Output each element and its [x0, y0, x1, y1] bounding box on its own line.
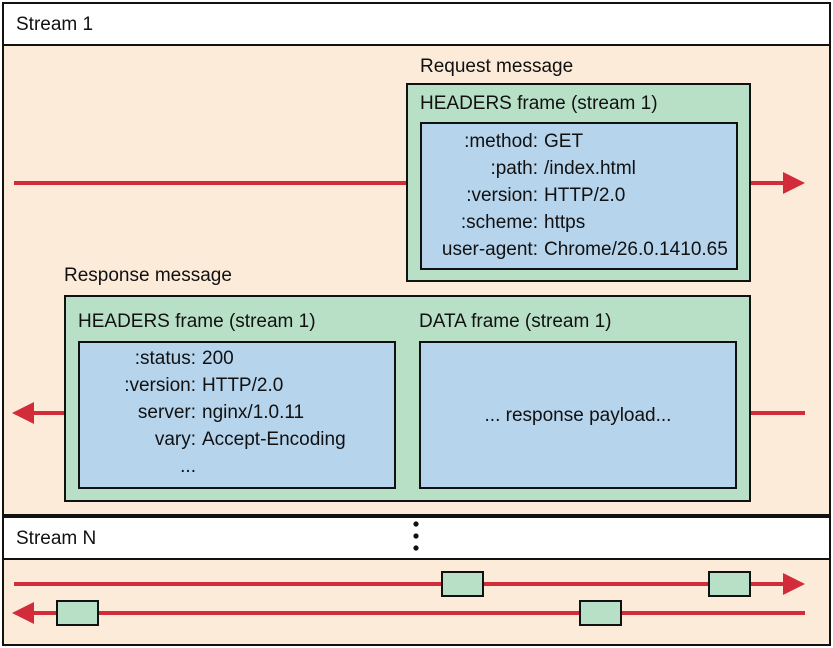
response-arrow [12, 402, 805, 424]
stream-n-body [2, 558, 831, 646]
response-message-title: Response message [64, 265, 232, 286]
header-value: GET [544, 131, 584, 152]
response-arrow-head [12, 402, 34, 424]
header-value: Chrome/26.0.1410.65 [544, 239, 728, 260]
response-payload-text: ... response payload... [484, 405, 672, 426]
header-key: user-agent: [441, 239, 538, 260]
header-key: :scheme: [460, 212, 538, 233]
header-key: vary: [154, 429, 196, 450]
header-value: HTTP/2.0 [202, 375, 284, 396]
request-headers-frame: HEADERS frame (stream 1) :method: GET :p… [406, 83, 751, 282]
header-value: https [544, 212, 586, 233]
stream-n-label: Stream N [16, 528, 97, 549]
response-headers-box: :status: 200 :version: HTTP/2.0 server: … [78, 341, 396, 489]
stream-n-response-arrow-head [12, 602, 34, 624]
request-message-title: Request message [420, 56, 574, 77]
stream-n-frame-block [708, 571, 751, 597]
response-data-frame-label: DATA frame (stream 1) [419, 311, 612, 332]
stream-n-arrows [12, 573, 805, 624]
stream-n-frame-block [579, 600, 622, 626]
header-key: :method: [464, 131, 538, 152]
header-key: ... [180, 456, 196, 477]
stream-1-header: Stream 1 [2, 2, 831, 46]
header-value: 200 [202, 348, 234, 369]
stream-n-request-arrow-head [783, 573, 805, 595]
header-value: /index.html [544, 158, 636, 179]
header-key: server: [137, 402, 196, 423]
response-headers-frame-label: HEADERS frame (stream 1) [78, 311, 316, 332]
request-headers-box: :method: GET :path: /index.html :version… [420, 122, 738, 270]
header-key: :version: [466, 185, 538, 206]
response-message-frame: HEADERS frame (stream 1) DATA frame (str… [64, 295, 751, 502]
request-arrow-head [783, 172, 805, 194]
request-headers-frame-label: HEADERS frame (stream 1) [420, 93, 658, 114]
stream-1-label: Stream 1 [16, 14, 94, 35]
response-data-box: ... response payload... [419, 341, 737, 489]
stream-n-frame-block [56, 600, 99, 626]
header-value: nginx/1.0.11 [202, 402, 305, 423]
vertical-ellipsis-icon [413, 521, 419, 551]
header-value: HTTP/2.0 [544, 185, 626, 206]
header-key: :path: [490, 158, 538, 179]
stream-n-frame-block [441, 571, 484, 597]
header-key: :status: [134, 348, 196, 369]
header-key: :version: [124, 375, 196, 396]
header-value: Accept-Encoding [202, 429, 346, 450]
